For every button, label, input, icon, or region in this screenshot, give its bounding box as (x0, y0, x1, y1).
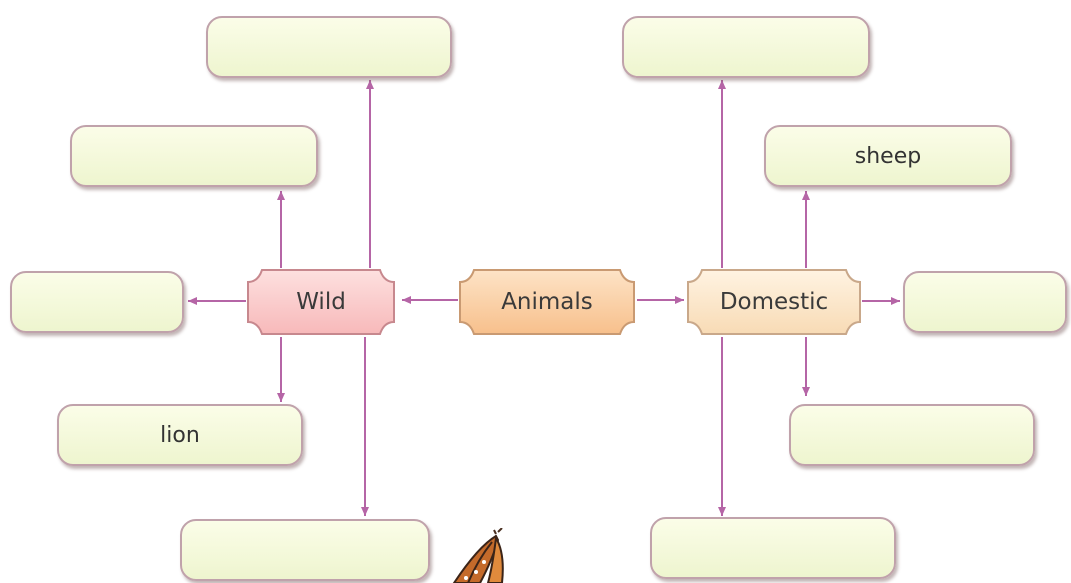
butterfly-illustration (452, 528, 504, 583)
wild-entry-box[interactable] (180, 519, 430, 581)
domestic-entry-box[interactable] (622, 16, 870, 78)
domestic-entry-box[interactable]: sheep (764, 125, 1012, 187)
domestic-category-label: Domestic (719, 289, 829, 315)
domestic-entry-box[interactable] (789, 404, 1035, 466)
wild-entry-box[interactable]: lion (57, 404, 303, 466)
wild-category-node: Wild (246, 268, 396, 336)
domestic-entry-box[interactable] (903, 271, 1067, 333)
animals-center-label: Animals (501, 289, 593, 315)
wild-category-label: Wild (296, 289, 346, 315)
domestic-category-node: Domestic (686, 268, 862, 336)
animals-center-node: Animals (458, 268, 636, 336)
wild-entry-box[interactable] (206, 16, 452, 78)
wild-entry-box[interactable] (10, 271, 184, 333)
wild-entry-box[interactable] (70, 125, 318, 187)
domestic-entry-box[interactable] (650, 517, 896, 579)
